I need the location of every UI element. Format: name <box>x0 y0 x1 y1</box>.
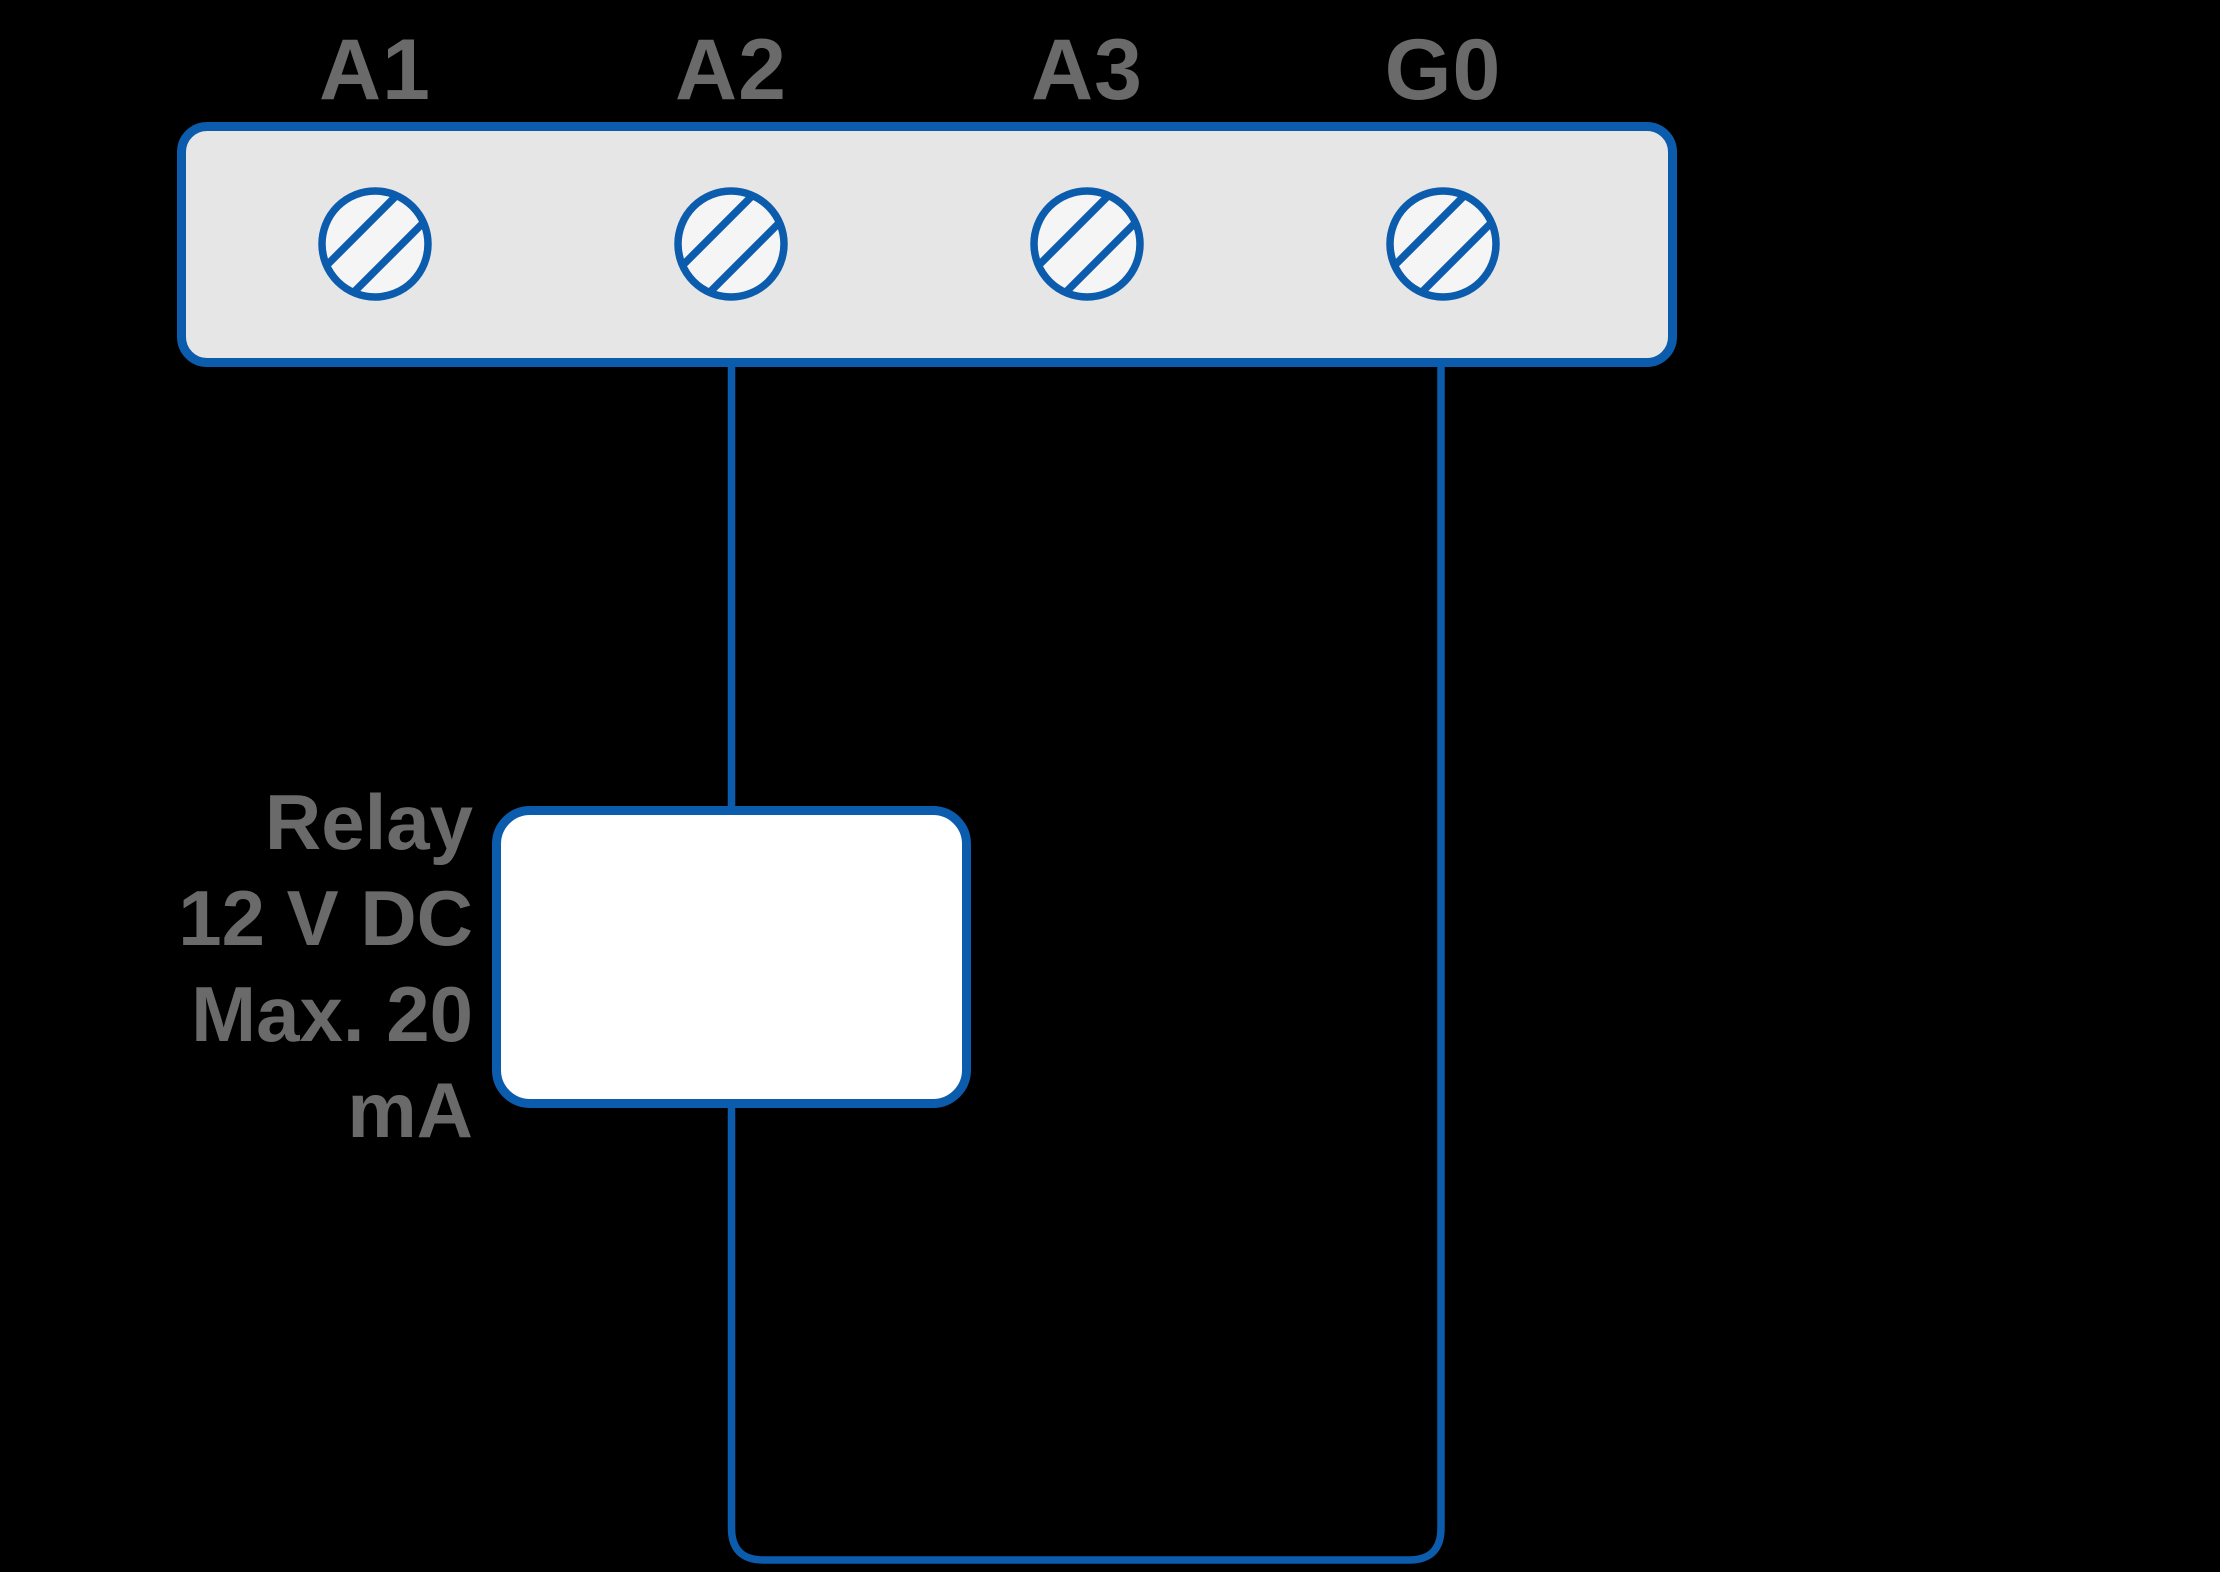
screw-terminal-icon <box>1386 187 1500 301</box>
terminal-label-a2: A2 <box>675 22 787 118</box>
screw-terminal-icon <box>1030 187 1144 301</box>
relay-note-label: Relay 12 V DC Max. 20 mA <box>178 778 473 1154</box>
relay-box <box>492 806 971 1108</box>
screw-terminal-icon <box>318 187 432 301</box>
terminal-label-a1: A1 <box>319 22 431 118</box>
terminal-label-a3: A3 <box>1031 22 1143 118</box>
screw-terminal-icon <box>674 187 788 301</box>
wire-relay-loop-to-g0 <box>727 360 1445 1564</box>
terminal-label-g0: G0 <box>1384 22 1502 118</box>
